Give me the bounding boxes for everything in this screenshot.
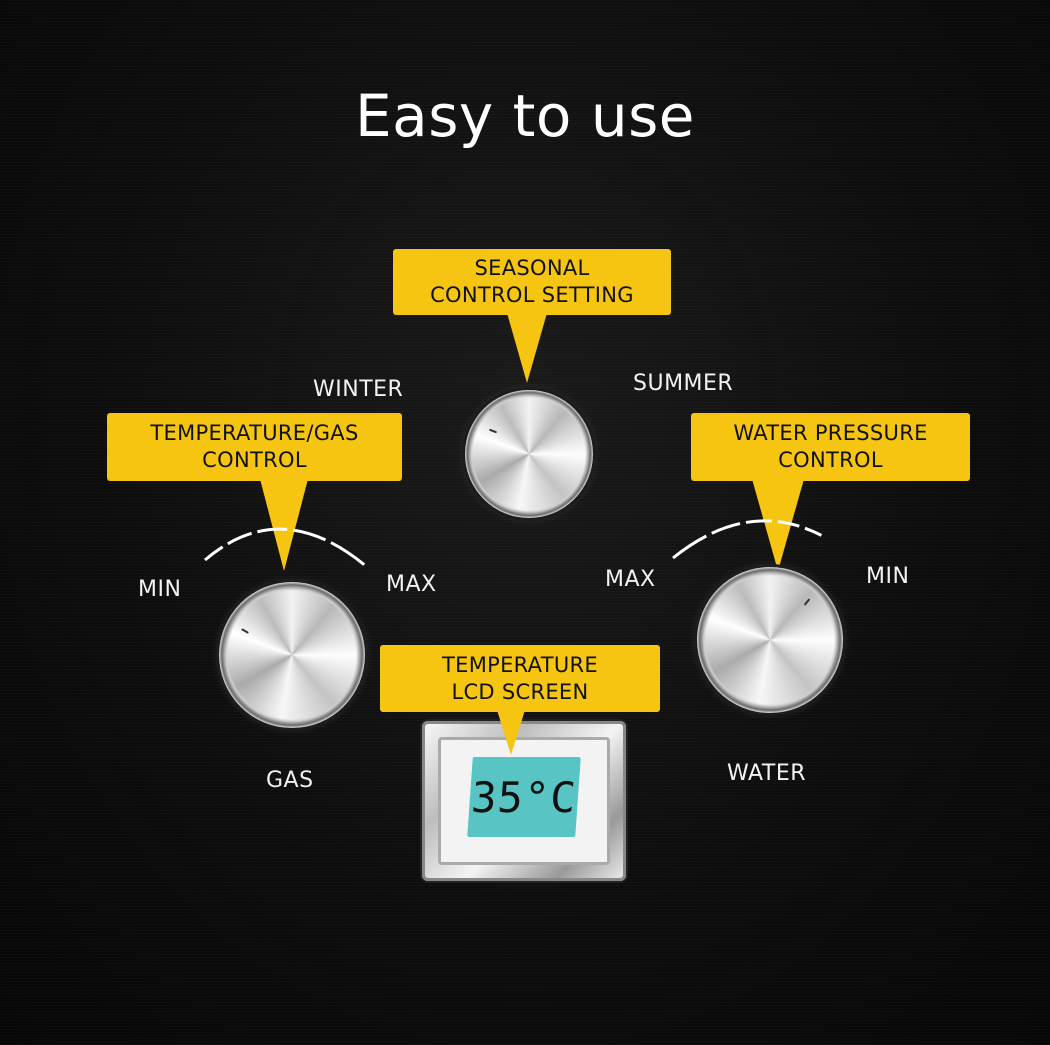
water-label: WATER (727, 761, 807, 786)
gas-min-label: MIN (138, 577, 182, 602)
callout-pointer (260, 479, 308, 571)
callout-pointer (497, 710, 525, 755)
callout-seasonal-line2: CONTROL SETTING (430, 283, 634, 307)
gas-max-label: MAX (386, 572, 437, 597)
water-max-label: MAX (605, 567, 656, 592)
callout-temperature-gas-control: TEMPERATURE/GAS CONTROL (107, 413, 402, 571)
callout-seasonal-line1: SEASONAL (474, 256, 590, 280)
gas-label: GAS (266, 768, 314, 793)
callout-temp-gas-line1: TEMPERATURE/GAS (150, 421, 359, 445)
callout-seasonal-control: SEASONAL CONTROL SETTING (393, 249, 671, 383)
gas-dial-scale-arc (204, 527, 377, 576)
callout-lcd-line1: TEMPERATURE (442, 652, 598, 677)
lcd-temperature-readout: 35°C (467, 757, 581, 837)
lcd-display-surround: 35°C (438, 737, 610, 865)
callout-lcd-line2: LCD SCREEN (451, 679, 589, 704)
water-pressure-knob[interactable] (697, 567, 843, 713)
callout-temperature-lcd-screen: TEMPERATURE LCD SCREEN (380, 645, 660, 755)
callout-water-line1: WATER PRESSURE (733, 421, 928, 445)
callout-water-line2: CONTROL (778, 448, 883, 472)
knob-indicator-mark (488, 428, 498, 434)
lcd-display-bezel: 35°C (422, 721, 626, 881)
callout-water-pressure-control: WATER PRESSURE CONTROL (691, 413, 970, 571)
water-dial-scale-arc (672, 519, 846, 560)
page-title: Easy to use (355, 82, 695, 150)
winter-label: WINTER (313, 377, 404, 402)
knob-indicator-mark (803, 598, 811, 606)
seasonal-control-knob[interactable] (465, 390, 593, 518)
callout-temp-gas-line2: CONTROL (202, 448, 307, 472)
callout-pointer (507, 313, 547, 383)
summer-label: SUMMER (633, 371, 734, 396)
water-min-label: MIN (866, 564, 910, 589)
gas-control-knob[interactable] (219, 582, 365, 728)
knob-indicator-mark (241, 628, 249, 634)
